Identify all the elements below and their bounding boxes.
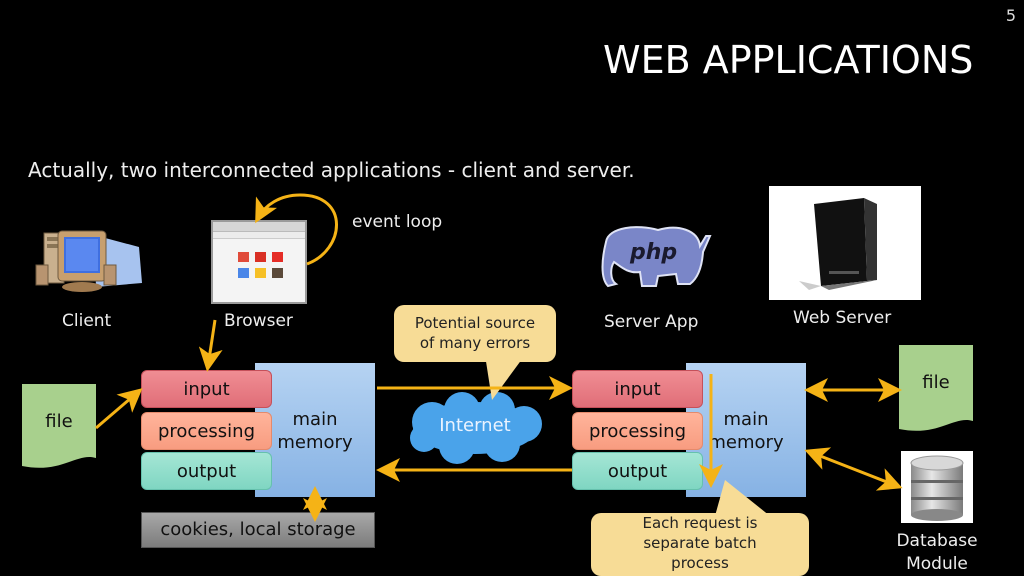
client-output-block: output (141, 452, 272, 490)
web-server-image (769, 186, 921, 300)
server-tower-icon (799, 198, 877, 290)
server-input-block: input (572, 370, 703, 408)
app-tile-youtube (272, 252, 283, 262)
server-memory-line1: main (723, 409, 769, 430)
browser-label: Browser (224, 311, 293, 331)
app-tile-keep (255, 268, 266, 278)
database-cylinder-icon (910, 455, 964, 521)
database-label-line2: Module (906, 554, 968, 574)
batch-callout: Each request is separate batch process (591, 513, 809, 576)
browser-window-image (211, 220, 307, 304)
database-label: Database Module (880, 530, 994, 576)
event-loop-arrow (255, 193, 338, 266)
batch-callout-line2: separate batch (643, 534, 757, 552)
errors-callout: Potential source of many errors (394, 305, 556, 362)
database-image (901, 451, 973, 523)
client-processing-block: processing (141, 412, 272, 450)
client-label: Client (62, 311, 112, 331)
slide-subtitle: Actually, two interconnected application… (28, 158, 635, 182)
app-tile-gmail (255, 252, 266, 262)
server-file-shape (899, 345, 973, 431)
event-loop-label: event loop (352, 212, 443, 232)
client-main-memory: main memory (255, 363, 375, 497)
client-memory-line1: main (292, 409, 338, 430)
memory-database-arrow (804, 447, 903, 491)
file-to-client-input-arrow (95, 388, 143, 430)
page-number: 5 (1005, 6, 1016, 25)
client-file-shape (22, 384, 96, 468)
browser-toolbar (213, 232, 305, 239)
web-server-label: Web Server (793, 308, 892, 328)
client-input-block: input (141, 370, 272, 408)
server-memory-line2: memory (708, 432, 784, 453)
database-label-line1: Database (896, 531, 978, 551)
internet-cloud-icon (410, 392, 542, 464)
server-processing-block: processing (572, 412, 703, 450)
client-file-label: file (45, 411, 73, 432)
server-file-label: file (922, 372, 950, 393)
internet-label: Internet (439, 415, 511, 436)
batch-callout-line1: Each request is (642, 514, 758, 532)
cookies-local-storage-block: cookies, local storage (141, 512, 375, 548)
slide-title: WEB APPLICATIONS (603, 38, 974, 82)
browser-titlebar (213, 222, 305, 232)
client-computer-icon (35, 230, 142, 292)
batch-callout-line3: process (671, 554, 729, 572)
errors-callout-line1: Potential source (414, 314, 536, 332)
errors-callout-line2: of many errors (419, 334, 531, 352)
server-app-label: Server App (604, 312, 699, 332)
server-main-memory: main memory (686, 363, 806, 497)
php-logo-text: php (629, 240, 677, 265)
app-tile-store (238, 252, 249, 262)
browser-to-input-arrow (198, 319, 223, 372)
batch-callout-pointer (715, 480, 770, 516)
app-tile-search (238, 268, 249, 278)
server-output-block: output (572, 452, 703, 490)
client-memory-line2: memory (277, 432, 353, 453)
app-tile-game (272, 268, 283, 278)
php-elephant-icon: php (601, 226, 712, 288)
browser-app-grid (238, 252, 305, 278)
